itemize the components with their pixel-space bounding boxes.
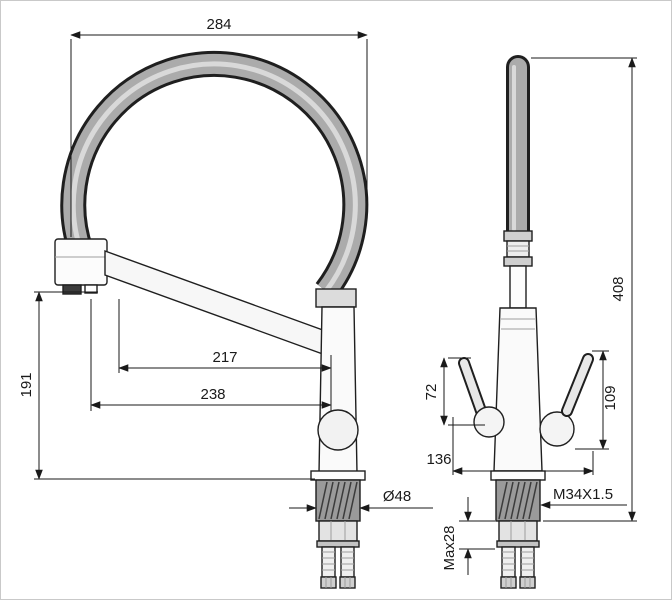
dim-label-base-diameter: Ø48 — [383, 488, 411, 505]
hose-end-2 — [339, 576, 356, 589]
dimension-outlet-height: 191 — [18, 291, 315, 480]
dim-label-overall-width: 284 — [206, 16, 231, 33]
left-lever — [460, 359, 485, 415]
dim-label-left-handle-height: 72 — [423, 384, 440, 401]
spray-nozzle-secondary — [84, 284, 98, 294]
pipe-coupling — [503, 230, 533, 267]
hose-end-2-side — [519, 576, 536, 589]
base-flange-side — [490, 470, 546, 481]
left-handle — [458, 357, 505, 438]
faucet-column-side — [493, 307, 543, 472]
spray-nozzle — [62, 284, 82, 295]
dimension-overall-width: 284 — [70, 16, 368, 237]
spray-head-body — [54, 238, 108, 286]
dimension-base-diameter: Ø48 — [289, 483, 433, 515]
front-view — [54, 50, 369, 589]
hose-tail-ribs — [322, 551, 354, 571]
hose-end-1 — [320, 576, 337, 589]
hose-arc-highlight — [70, 61, 358, 293]
nut-facets — [330, 521, 346, 541]
right-valve-housing — [539, 411, 575, 447]
front-body — [310, 288, 366, 481]
dim-label-thread-spec: M34X1.5 — [553, 486, 613, 503]
coupling-ring-top — [503, 230, 533, 242]
right-handle — [539, 353, 594, 447]
washer — [316, 540, 360, 548]
hose-connector — [315, 288, 357, 308]
mounting-nut-side — [498, 520, 538, 542]
spray-head — [54, 238, 108, 295]
base-assembly-front — [315, 479, 361, 589]
dim-label-spout-reach-outer: 238 — [200, 386, 225, 403]
coupling-ring-bottom — [503, 256, 533, 267]
thread-hatching-side — [498, 481, 538, 520]
base-flange-front — [310, 470, 366, 481]
washer-side — [496, 540, 540, 548]
dimension-spout-reach-outer: 238 — [90, 299, 332, 411]
hose-end-1-side — [500, 576, 517, 589]
spout-tube — [104, 250, 332, 358]
coupling-body — [506, 240, 530, 258]
dimension-handle-span: 136 — [426, 417, 594, 475]
dimension-thread-spec: M34X1.5 — [540, 486, 627, 509]
base-assembly-side — [495, 479, 541, 589]
dim-label-handle-span: 136 — [426, 451, 451, 468]
mounting-nut — [318, 520, 358, 542]
dimension-spout-reach-inner: 217 — [118, 299, 332, 411]
dim-label-spout-reach-inner: 217 — [212, 349, 237, 366]
dim-label-outlet-height: 191 — [18, 372, 35, 397]
hose-tail-ribs-side — [502, 551, 534, 571]
side-body — [490, 307, 546, 481]
dim-label-max-counter-thickness: Max28 — [441, 525, 458, 570]
dimension-left-handle-height: 72 — [423, 357, 485, 426]
dim-label-overall-height: 408 — [610, 276, 627, 301]
hose-end-details-side — [505, 577, 531, 588]
side-view — [458, 55, 594, 589]
right-lever — [563, 355, 592, 415]
thread-hatching — [318, 481, 358, 520]
neck-tube — [509, 265, 527, 309]
dimension-overall-height: 408 — [531, 57, 637, 522]
nut-facets-side — [510, 521, 526, 541]
hose-end-details — [325, 577, 351, 588]
left-valve-housing — [473, 406, 505, 438]
dimension-max-counter-thickness: Max28 — [441, 497, 495, 575]
joint-sphere — [317, 409, 359, 451]
dimension-right-handle-height: 109 — [575, 350, 619, 450]
dim-label-right-handle-height: 109 — [602, 385, 619, 410]
